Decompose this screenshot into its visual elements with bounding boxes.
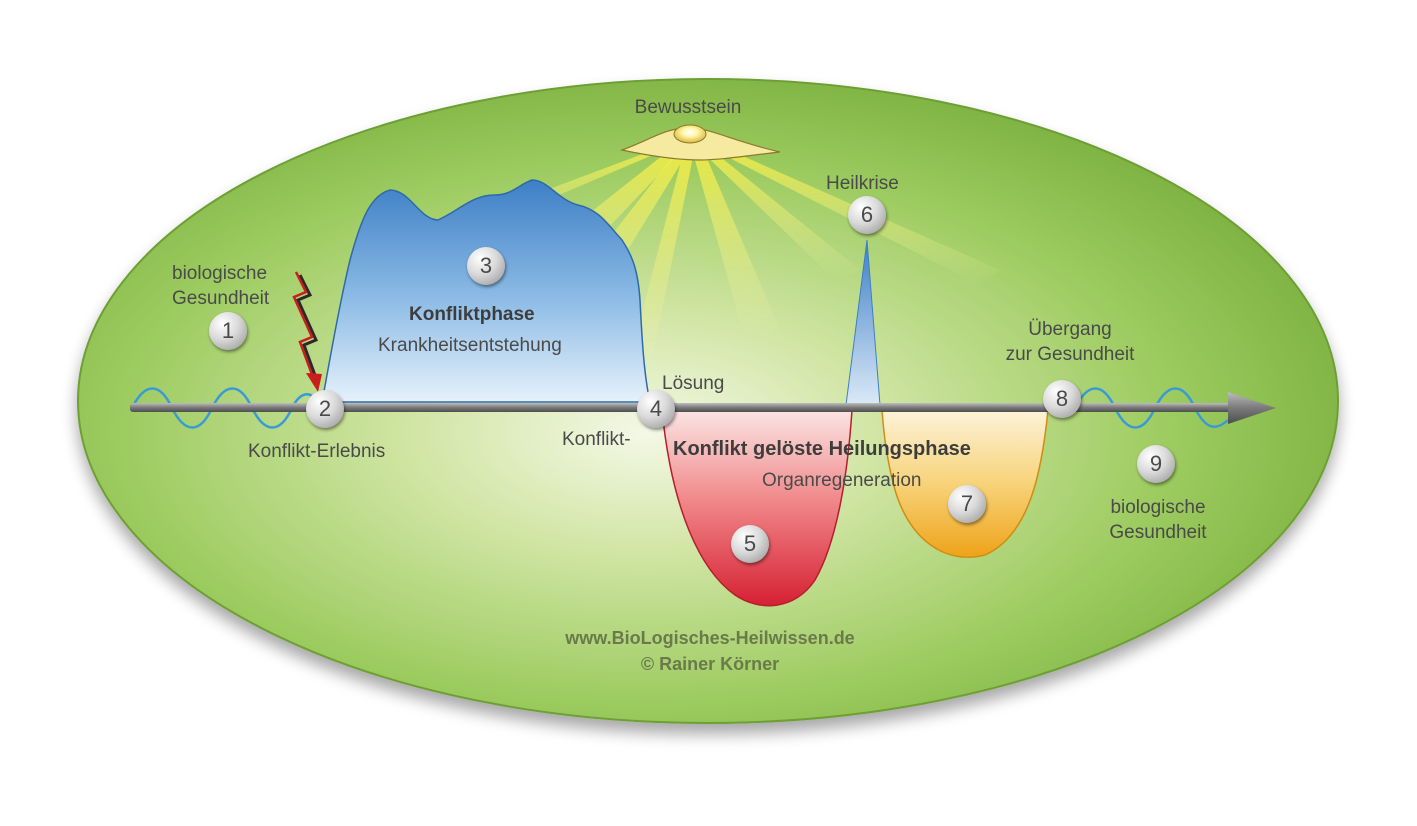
ray — [692, 142, 860, 280]
conflict-phase-shape — [321, 179, 651, 403]
marker-5: 5 — [731, 525, 769, 563]
emblem-wing — [619, 127, 781, 161]
credit-copyright: © Rainer Körner — [640, 654, 780, 674]
timeline-shaft — [130, 403, 1240, 412]
consciousness-emblem — [619, 124, 781, 161]
lightning-arrowhead — [306, 373, 322, 392]
bio-health-right-line1: biologische — [1110, 497, 1206, 518]
uebergang-line2: zur Gesundheit — [1005, 344, 1135, 365]
lightning-icon — [292, 271, 322, 392]
lightning-shadow — [295, 274, 319, 379]
ray — [630, 142, 696, 370]
marker-9: 9 — [1137, 445, 1175, 483]
healing-phase-shape — [661, 409, 853, 607]
credit-url: www.BioLogisches-Heilwissen.de — [565, 628, 855, 648]
heilungsphase-label: Konflikt gelöste Heilungsphase — [673, 438, 971, 460]
konfliktphase-label: Konfliktphase — [409, 304, 535, 325]
ray — [694, 138, 1000, 285]
marker-1: 1 — [209, 312, 247, 350]
konflikt-erlebnis-label: Konflikt-Erlebnis — [248, 441, 386, 462]
marker-7: 7 — [948, 485, 986, 523]
loesung-label: Lösung — [662, 373, 725, 394]
heilkrise-label: Heilkrise — [826, 173, 899, 194]
timeline-arrowhead — [1228, 392, 1276, 424]
konflikt-hyphen-label: Konflikt- — [562, 429, 631, 450]
timeline-arrow — [130, 392, 1276, 424]
recovery-phase-shape — [881, 409, 1049, 558]
marker-4: 4 — [637, 390, 675, 428]
krankheitsentstehung-label: Krankheitsentstehung — [378, 335, 562, 356]
marker-3: 3 — [467, 247, 505, 285]
marker-8: 8 — [1043, 380, 1081, 418]
bio-health-left-line1: biologische — [172, 263, 268, 284]
ray — [690, 142, 780, 340]
emblem-core — [673, 124, 707, 144]
bio-health-left-line2: Gesundheit — [172, 288, 270, 309]
marker-2: 2 — [306, 390, 344, 428]
uebergang-line1: Übergang — [1028, 319, 1112, 340]
bewusstsein-label: Bewusstsein — [634, 97, 742, 118]
marker-6: 6 — [848, 196, 886, 234]
lightning-bolt — [292, 271, 316, 381]
bio-health-right-line2: Gesundheit — [1109, 522, 1207, 543]
organregeneration-label: Organregeneration — [762, 470, 922, 491]
